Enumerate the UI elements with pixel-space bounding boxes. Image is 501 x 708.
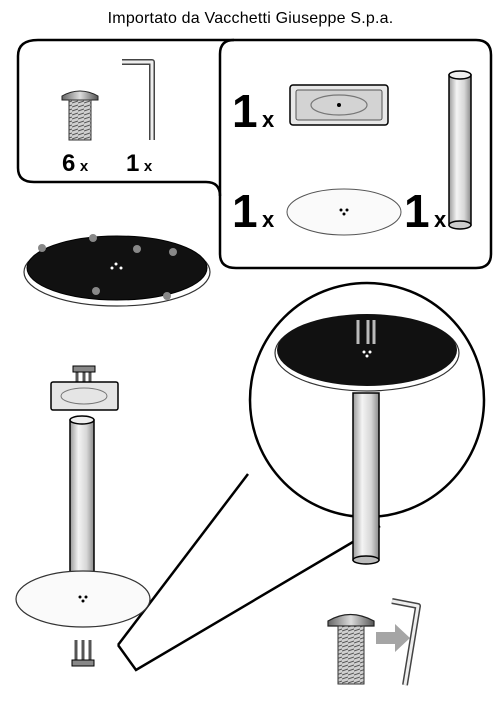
- left-assembly: [15, 365, 151, 667]
- screw-quantity-number: 6: [62, 150, 76, 177]
- screw-detail: [327, 613, 375, 685]
- screw-quantity: 6 x: [62, 152, 88, 176]
- parts-box-divider: [218, 38, 235, 196]
- pole-quantity: 1 x: [404, 188, 446, 234]
- screw-quantity-x: x: [79, 158, 89, 175]
- base-quantity-number: 1: [232, 185, 258, 237]
- hex-key-quantity-number: 1: [126, 150, 140, 177]
- mounting-bracket-icon: [289, 84, 389, 126]
- bracket-quantity: 1 x: [232, 88, 274, 134]
- base-quantity: 1 x: [232, 188, 274, 234]
- screw-icon: [61, 90, 99, 141]
- arrow-icon: [376, 624, 410, 652]
- pole-quantity-x: x: [434, 207, 447, 232]
- importer-header: Importato da Vacchetti Giuseppe S.p.a.: [107, 10, 394, 27]
- pole-icon: [448, 70, 472, 230]
- parts-box-outline: [16, 38, 493, 270]
- base-quantity-x: x: [262, 207, 275, 232]
- allen-key-icon: [122, 59, 155, 140]
- allen-key-detail-icon: [391, 598, 421, 686]
- bracket-quantity-number: 1: [232, 85, 258, 137]
- bracket-quantity-x: x: [262, 107, 275, 132]
- pole-quantity-number: 1: [404, 185, 430, 237]
- detail-zoom-circle: [116, 281, 486, 672]
- hex-key-quantity: 1 x: [126, 152, 152, 176]
- hex-key-quantity-x: x: [143, 158, 153, 175]
- base-disc-icon: [286, 188, 402, 236]
- top-plate: [23, 234, 211, 307]
